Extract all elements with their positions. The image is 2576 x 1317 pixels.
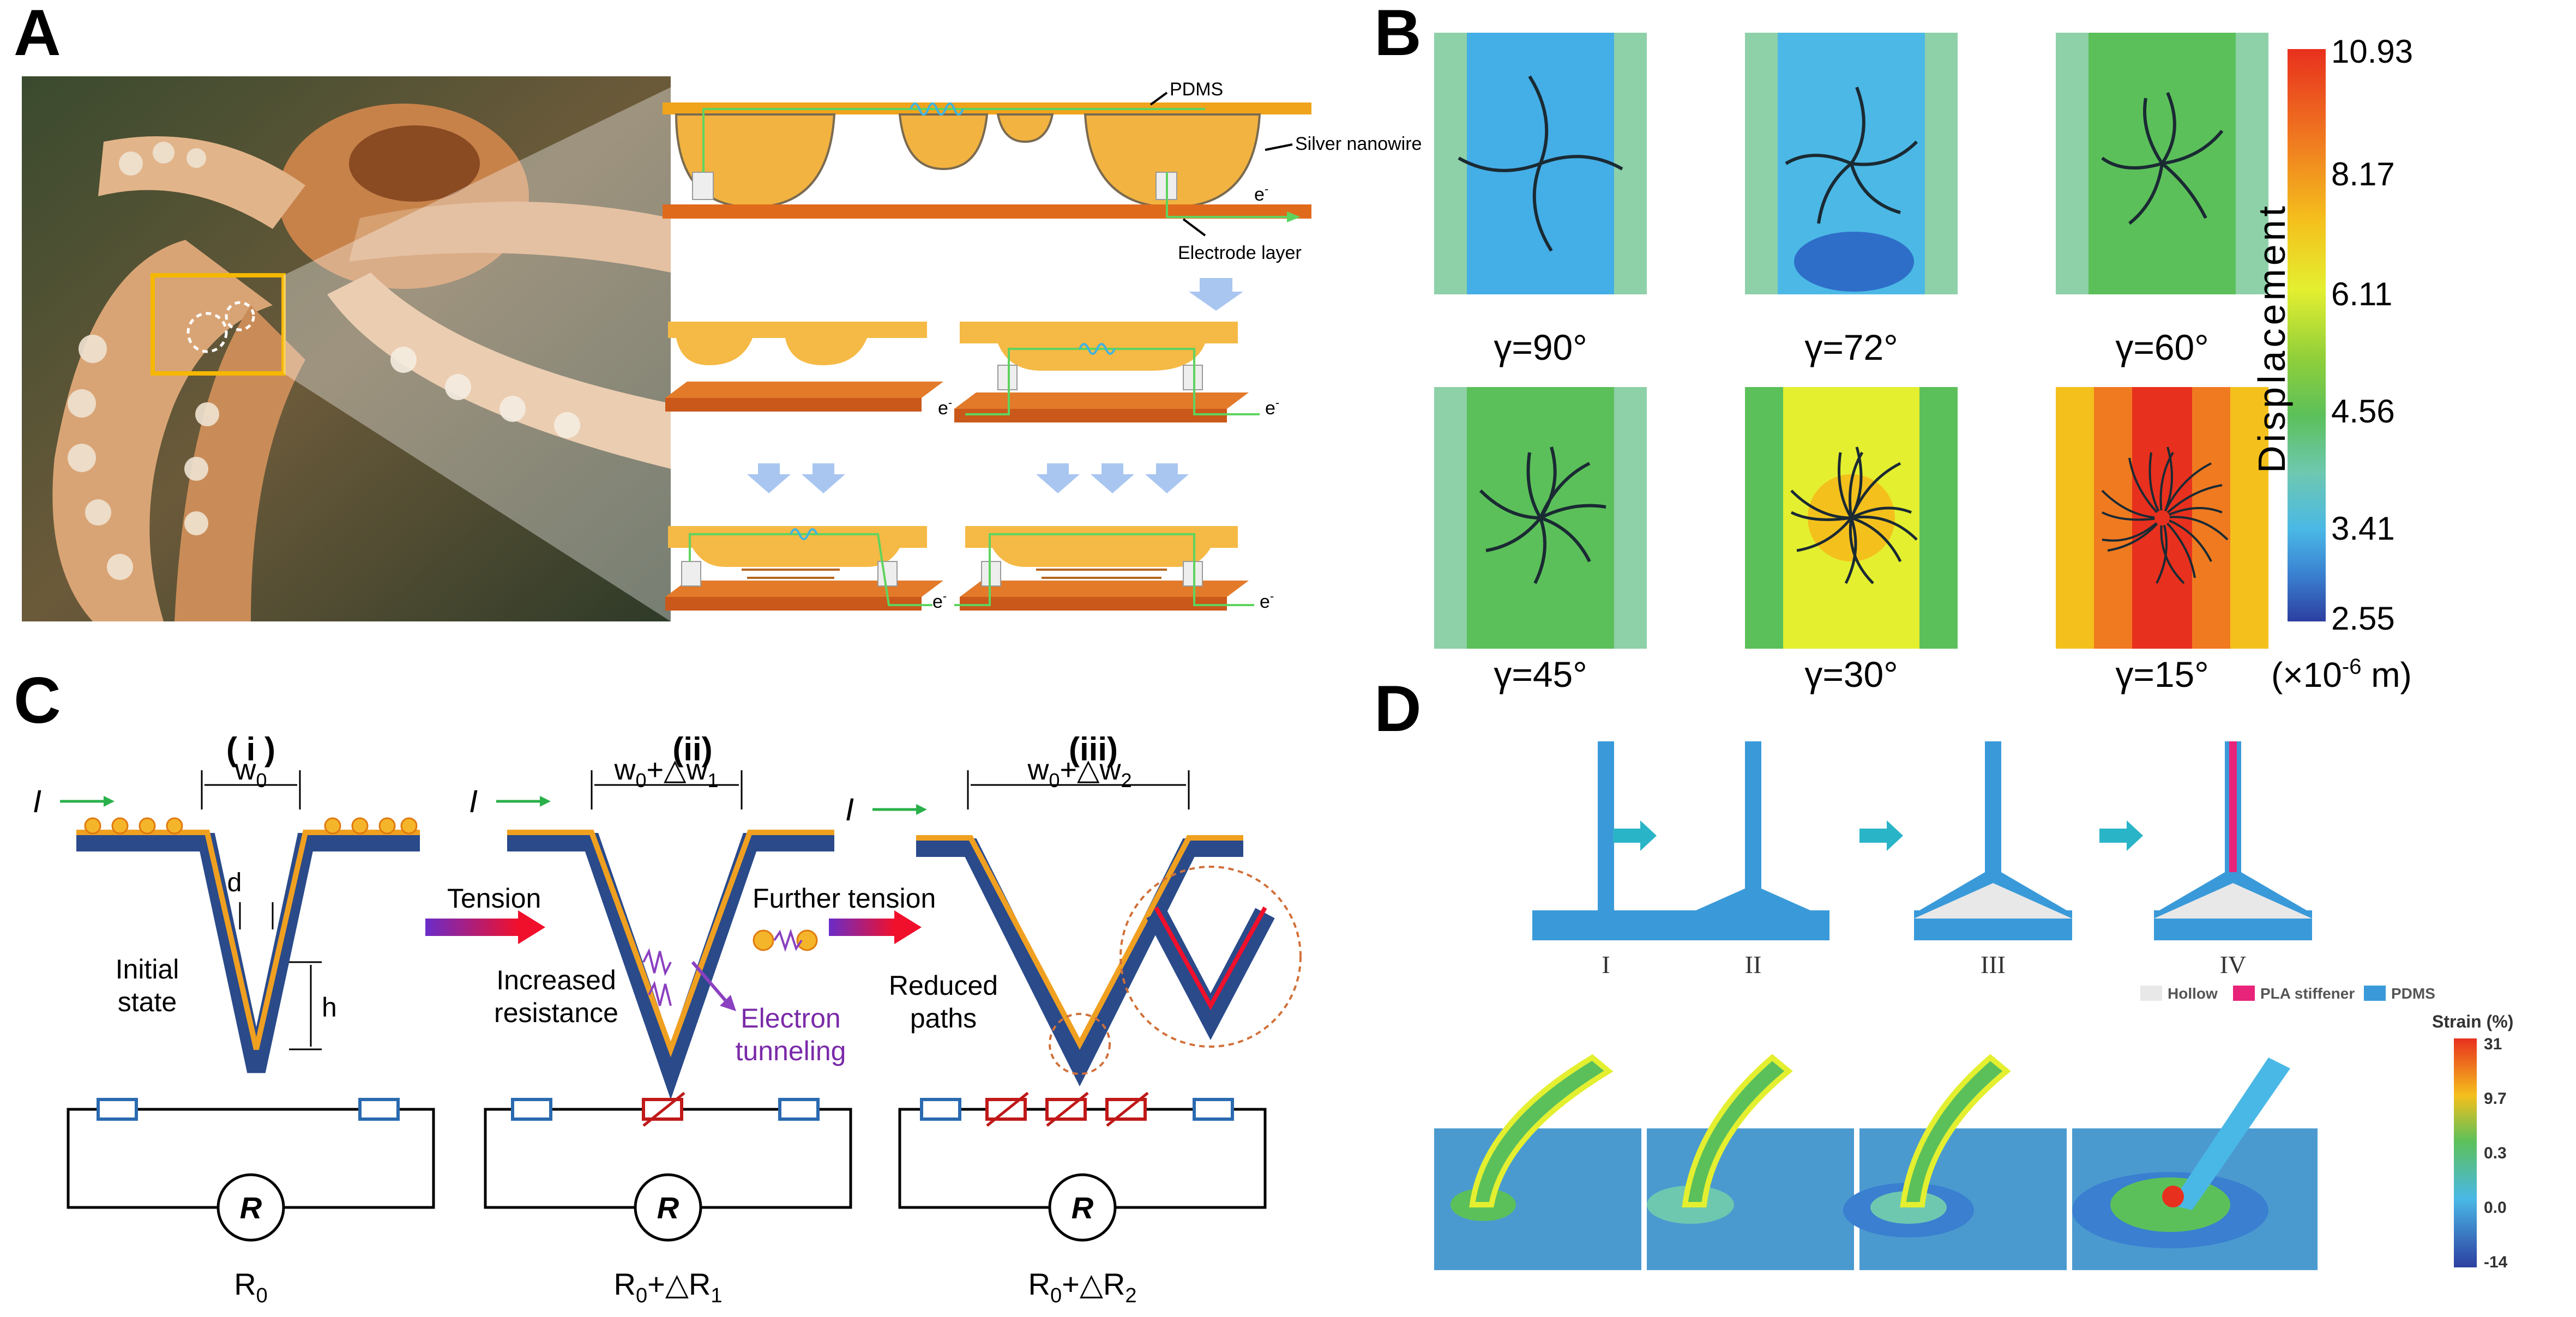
stage-label-ii: (ii): [672, 731, 712, 768]
strain-colorbar-title: Strain (%): [2432, 1012, 2513, 1031]
gamma-label-30: γ=30°: [1804, 654, 1898, 694]
tension-label: Tension: [447, 883, 541, 914]
stiffener-design: I II III IV Hollow PLA stiffener PDMS St…: [1434, 741, 2513, 1271]
depth-label-h: h: [322, 992, 337, 1023]
label-electrode-layer: Electrode layer: [1178, 243, 1302, 263]
width-label-w1: w0+△w1: [613, 753, 718, 792]
width-label-w2: w0+△w2: [1027, 753, 1131, 792]
meter-r-2: R: [1072, 1191, 1094, 1225]
label-electron-top: e-: [1254, 182, 1268, 205]
map-gamma-30: [1745, 387, 1958, 649]
strain-tick-0.0: 0.0: [2484, 1199, 2507, 1217]
tunneling-label: tunneling: [736, 1036, 846, 1066]
panel-label-c: C: [14, 664, 61, 737]
label-electron-bot-right: e-: [1260, 589, 1274, 612]
stage-label-iii: (iii): [1069, 731, 1118, 768]
label-electron-bot-left: e-: [932, 589, 947, 612]
design-label-ii: II: [1745, 951, 1762, 978]
octopus-photo: [22, 76, 671, 621]
panel-label-d: D: [1374, 672, 1422, 745]
design-label-iv: IV: [2220, 951, 2247, 978]
colorbar-title: Displacement: [2250, 203, 2293, 473]
strain-tick-0.3: 0.3: [2484, 1144, 2507, 1162]
increased-label: Increased: [496, 965, 616, 995]
meter-r-1: R: [657, 1191, 679, 1225]
panel-label-b: B: [1374, 0, 1422, 69]
meter-r-0: R: [240, 1191, 262, 1225]
colorbar-unit: (×10-6 m): [2271, 655, 2412, 694]
map-gamma-45: [1434, 387, 1647, 649]
colorbar-tick-4.56: 4.56: [2331, 393, 2395, 430]
gamma-label-60: γ=60°: [2115, 327, 2208, 367]
crack-sensing-diagram: ( i ) w0 I d h Initial state Tension (ii…: [33, 731, 1302, 1307]
initial-label: Initial: [116, 954, 179, 984]
design-label-iii: III: [1981, 951, 2006, 978]
label-silver-nanowire: Silver nanowire: [1295, 134, 1422, 154]
resistance-r0: R0: [234, 1267, 268, 1307]
label-electron-mid-right: e-: [1265, 396, 1279, 419]
design-label-i: I: [1602, 951, 1610, 978]
label-pdms: PDMS: [1170, 79, 1223, 100]
stage-label-i: ( i ): [226, 731, 275, 768]
resistance-r1: R0+△R1: [614, 1267, 723, 1307]
colorbar-tick-8.17: 8.17: [2331, 156, 2395, 192]
electron-label: Electron: [741, 1003, 840, 1034]
label-electron-mid-left: e-: [938, 396, 952, 419]
current-label-ii: I: [469, 784, 478, 819]
map-gamma-90: [1434, 33, 1647, 294]
gamma-label-72: γ=72°: [1804, 327, 1898, 367]
panel-label-a: A: [14, 0, 61, 69]
legend-swatch-pdms: [2364, 986, 2386, 1001]
colorbar-tick-6.11: 6.11: [2331, 276, 2392, 312]
further-tension-label: Further tension: [753, 883, 936, 914]
legend-swatch-pla: [2233, 986, 2255, 1001]
strain-colorbar: [2454, 1038, 2477, 1267]
state-label: state: [118, 987, 177, 1017]
reduced-label: Reduced: [889, 970, 998, 1001]
resistance-r2: R0+△R2: [1028, 1267, 1137, 1307]
strain-tick-31: 31: [2484, 1035, 2502, 1053]
sensor-schematic: PDMS Silver nanowire e- Electrode layer …: [663, 79, 1422, 612]
strain-tick--14: -14: [2484, 1253, 2508, 1271]
map-gamma-15: [2056, 387, 2268, 649]
gamma-label-45: γ=45°: [1494, 654, 1587, 694]
current-label-i: I: [33, 784, 41, 819]
colorbar-tick-3.41: 3.41: [2331, 510, 2395, 547]
gap-label-d: d: [227, 868, 242, 897]
current-label-iii: I: [845, 792, 854, 827]
gamma-label-15: γ=15°: [2115, 654, 2208, 694]
gamma-label-90: γ=90°: [1494, 327, 1587, 367]
map-gamma-60: [2056, 33, 2268, 294]
paths-label: paths: [910, 1003, 977, 1034]
legend-hollow: Hollow: [2168, 985, 2218, 1002]
legend-pdms: PDMS: [2391, 985, 2435, 1002]
displacement-maps: γ=90° γ=72° γ=60°: [1434, 33, 2413, 694]
legend-swatch-hollow: [2140, 986, 2162, 1001]
resistance-label: resistance: [494, 998, 618, 1028]
legend-pla-stiffener: PLA stiffener: [2260, 985, 2355, 1002]
map-gamma-72: [1745, 33, 1958, 294]
strain-sim-row: [1434, 1054, 2318, 1270]
colorbar-tick-10.93: 10.93: [2331, 33, 2413, 70]
strain-tick-9.7: 9.7: [2484, 1090, 2507, 1108]
displacement-colorbar: [2288, 49, 2326, 621]
colorbar-tick-2.55: 2.55: [2331, 600, 2395, 637]
width-label-w0: w0: [234, 753, 267, 792]
